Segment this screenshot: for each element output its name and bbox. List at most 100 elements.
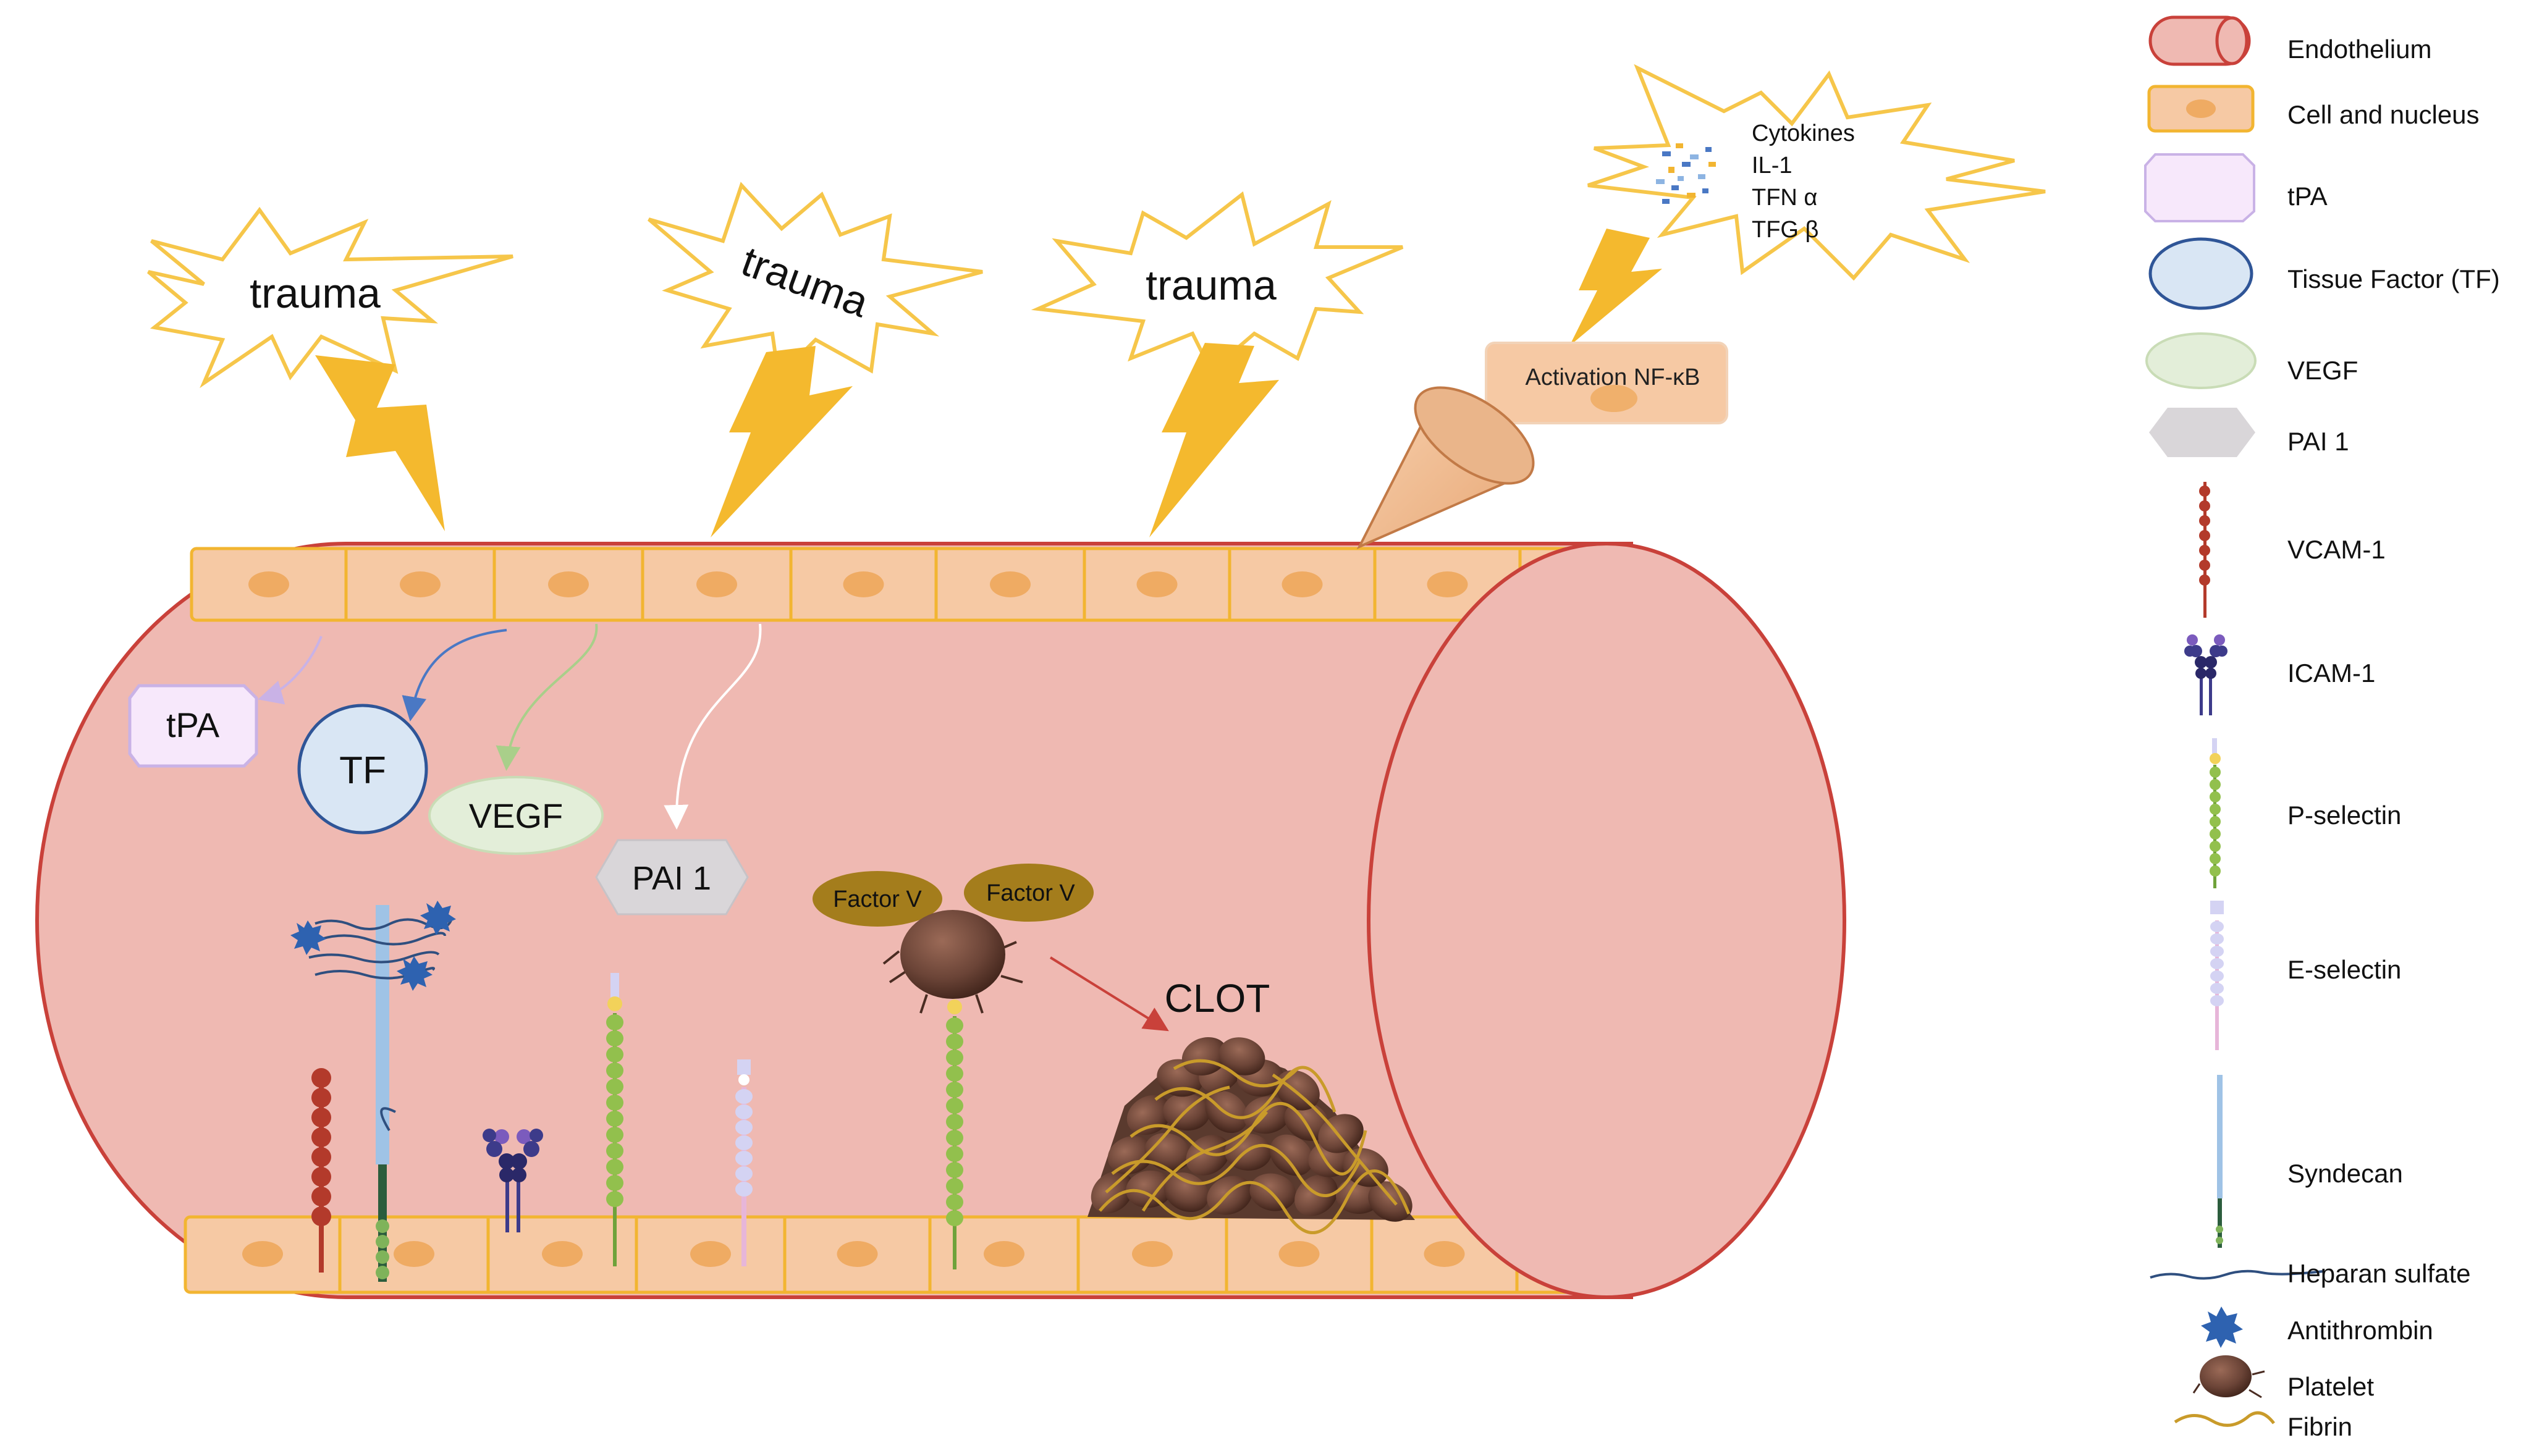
nucleus xyxy=(548,571,589,597)
pai1-label: PAI 1 xyxy=(632,860,711,897)
legend-label-endothelium: Endothelium xyxy=(2287,35,2431,64)
cytokines-line: Cytokines xyxy=(1752,120,1855,146)
antithrombin-icon xyxy=(290,920,326,955)
nucleus xyxy=(1427,571,1468,597)
syndecan-stem xyxy=(376,905,389,1164)
activation-label: Activation NF-κB xyxy=(1526,364,1700,390)
cytokine-burst: Cytokines IL-1 TFN α TFG β xyxy=(1569,64,2046,346)
trauma-burst-3: trauma xyxy=(1031,191,1404,537)
legend-label-tpa: tPA xyxy=(2287,182,2328,211)
p-selectin-receptor-2 xyxy=(946,999,963,1269)
nucleus xyxy=(990,571,1031,597)
p-selectin-icon xyxy=(2210,738,2221,888)
nucleus xyxy=(837,1241,878,1267)
nucleus xyxy=(248,571,289,597)
nucleus xyxy=(1136,571,1178,597)
legend-label-antithrombin: Antithrombin xyxy=(2287,1316,2433,1345)
legend-label-syndecan: Syndecan xyxy=(2287,1159,2403,1188)
vegf-molecule: VEGF xyxy=(428,776,604,855)
syndecan-complex xyxy=(290,901,456,1282)
clot-label: CLOT xyxy=(1165,976,1270,1020)
nucleus xyxy=(1424,1241,1465,1267)
lightning-bolt-icon xyxy=(1569,229,1662,346)
legend-label-cell-nucleus: Cell and nucleus xyxy=(2287,100,2480,129)
vessel-opening xyxy=(1367,542,1846,1299)
vegf-label: VEGF xyxy=(469,796,563,835)
nucleus xyxy=(400,571,441,597)
e-selectin-receptor xyxy=(735,1059,753,1266)
endothelium-top xyxy=(190,547,1652,622)
tissue-factor-icon xyxy=(2148,237,2253,310)
clot-arrow xyxy=(1049,956,1169,1032)
heparan-sulfate-icon xyxy=(2150,1269,2324,1280)
antithrombin-icon xyxy=(397,956,433,991)
nucleus xyxy=(690,1241,731,1267)
endothelium-bottom xyxy=(184,1215,1652,1294)
nucleus xyxy=(696,571,737,597)
legend-label-pai1: PAI 1 xyxy=(2287,427,2349,456)
release-arrows xyxy=(258,623,762,830)
antithrombin-icon xyxy=(2201,1307,2243,1348)
legend-label-fibrin: Fibrin xyxy=(2287,1412,2352,1441)
platelet-icon xyxy=(2192,1355,2265,1399)
legend-label-vcam1: VCAM-1 xyxy=(2287,535,2386,564)
pai1-icon xyxy=(2149,408,2255,457)
legend-label-vegf: VEGF xyxy=(2287,356,2358,385)
nucleus xyxy=(984,1241,1024,1267)
tf-label: TF xyxy=(339,749,386,792)
e-selectin-icon xyxy=(2210,901,2224,1050)
nucleus xyxy=(843,571,884,597)
heparan-sulfate-chain xyxy=(308,951,440,964)
trauma-burst-1: trauma xyxy=(147,206,513,531)
legend-label-platelet: Platelet xyxy=(2287,1372,2374,1401)
vcam1-receptor xyxy=(311,1068,331,1273)
tfn-alpha-line: TFN α xyxy=(1752,185,1817,211)
nucleus xyxy=(242,1241,283,1267)
trauma-label-1: trauma xyxy=(250,270,381,317)
pai1-molecule: PAI 1 xyxy=(595,839,749,915)
vegf-icon xyxy=(2145,332,2257,389)
legend-label-p-selectin: P-selectin xyxy=(2287,801,2401,830)
il1-line: IL-1 xyxy=(1752,153,1792,179)
tpa-icon xyxy=(2144,153,2255,222)
nucleus xyxy=(1132,1241,1173,1267)
factor-v-label-2: Factor V xyxy=(986,880,1075,906)
platelet-icon xyxy=(882,910,1023,1014)
lightning-bolt-icon xyxy=(711,346,853,537)
clot-mass xyxy=(1087,1037,1415,1235)
legend-label-heparan-sulfate: Heparan sulfate xyxy=(2287,1259,2471,1288)
tfg-beta-line: TFG β xyxy=(1752,217,1818,243)
cytokine-molecules-icon xyxy=(1656,143,1716,204)
trauma-burst-2: trauma xyxy=(648,182,983,537)
nucleus xyxy=(542,1241,583,1267)
tpa-label: tPA xyxy=(166,705,220,744)
tpa-molecule: tPA xyxy=(128,684,258,768)
p-selectin-receptor xyxy=(606,973,623,1266)
factor-v-label-1: Factor V xyxy=(833,886,922,912)
factor-v-left xyxy=(813,871,942,927)
cell-nucleus-icon xyxy=(2147,85,2255,133)
nucleus xyxy=(394,1241,434,1267)
icam1-icon xyxy=(2184,634,2228,715)
nucleus xyxy=(1278,1241,1320,1267)
factor-v-right xyxy=(964,864,1094,922)
magnifier-cone-icon xyxy=(1356,386,1535,550)
vcam1-icon xyxy=(2199,482,2210,618)
lightning-bolt-icon xyxy=(1149,343,1279,537)
trauma-label-3: trauma xyxy=(1146,262,1277,309)
lightning-bolt-icon xyxy=(315,355,445,531)
legend-label-e-selectin: E-selectin xyxy=(2287,955,2401,984)
nucleus xyxy=(1282,571,1323,597)
syndecan-icon xyxy=(2216,1075,2223,1248)
fibrin-icon xyxy=(2174,1411,2275,1427)
tissue-factor-molecule: TF xyxy=(297,704,428,835)
endothelium-icon xyxy=(2148,15,2251,66)
legend-label-tissue-factor: Tissue Factor (TF) xyxy=(2287,264,2500,293)
activation-nfkb: Activation NF-κB xyxy=(1485,342,1728,424)
heparan-sulfate-chain xyxy=(315,967,435,980)
legend-label-icam1: ICAM-1 xyxy=(2287,659,2375,688)
icam1-receptor xyxy=(483,1129,543,1232)
factor-v-complex: Factor V Factor V xyxy=(813,864,1094,1014)
